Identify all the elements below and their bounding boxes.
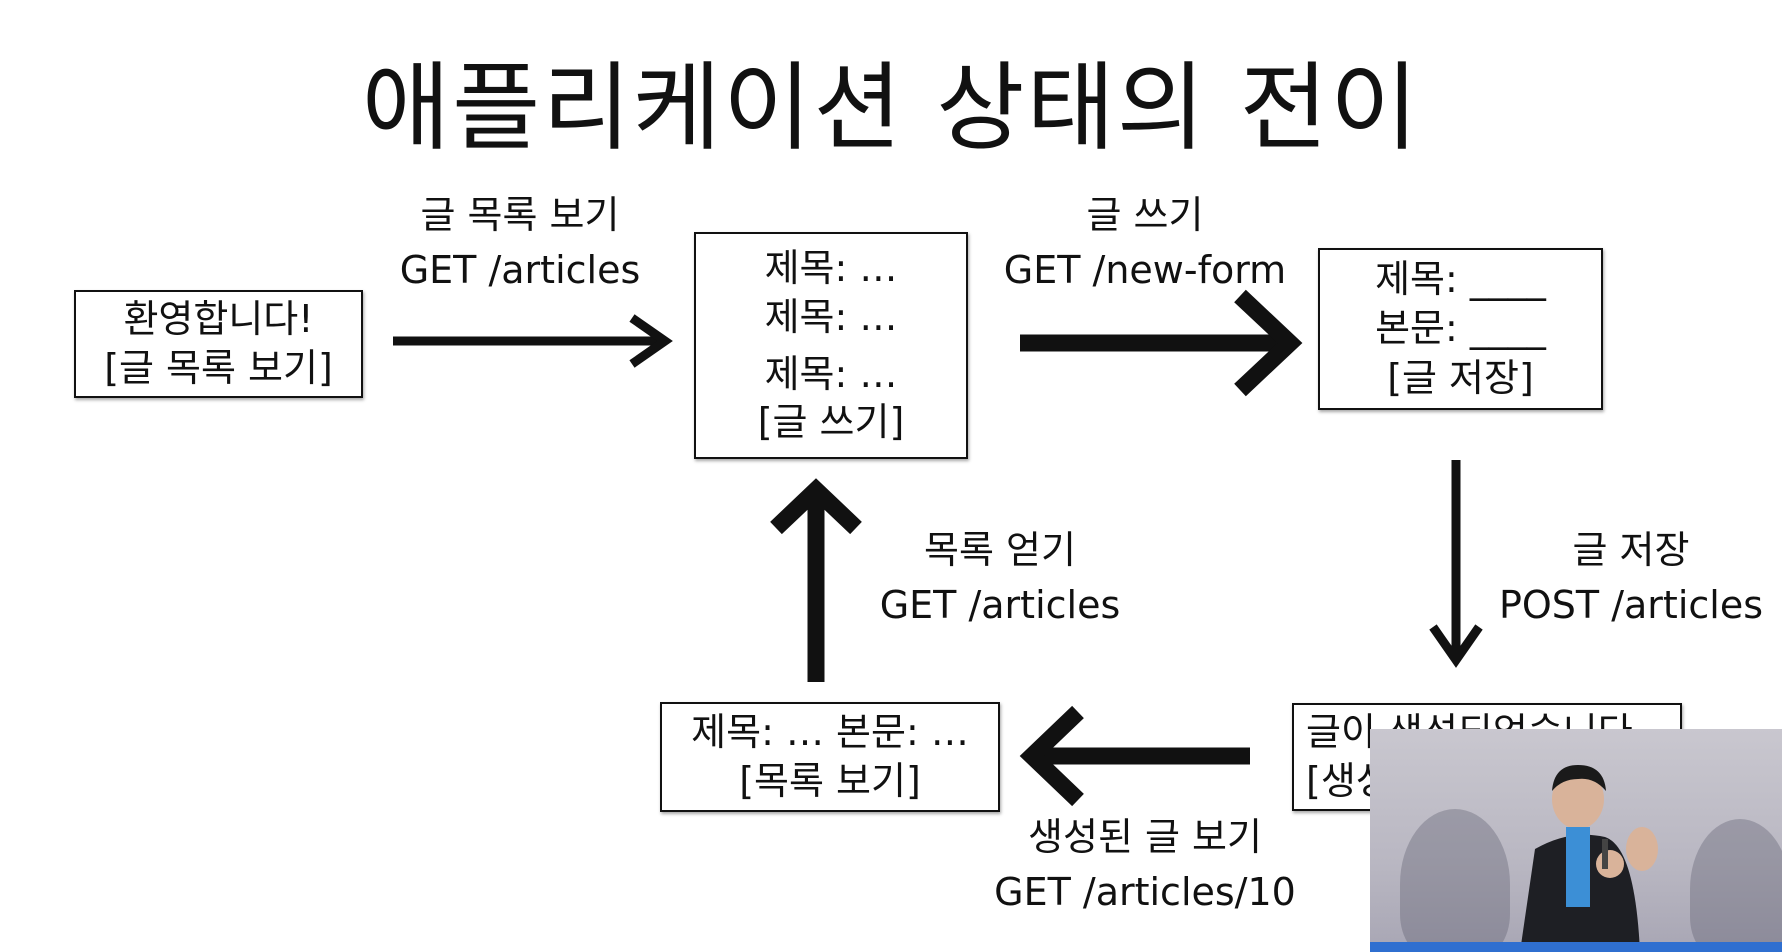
transition-request: GET /articles/10 [994,870,1296,915]
state-line: 제목: … [764,294,898,339]
transition-action: 글 목록 보기 [420,193,620,237]
state-line: 제목: … [764,246,898,291]
transition-action: 생성된 글 보기 [1028,815,1262,859]
transition-action: 글 쓰기 [1086,193,1204,237]
state-line: 제목: … [764,351,898,396]
transition-write-label: 글 쓰기 GET /new-form [990,188,1300,298]
state-line: 제목: … 본문: … [691,709,969,754]
arrow-form-to-created [1429,460,1483,668]
state-line: [글 저장] [1387,355,1534,400]
state-line: [글 쓰기] [757,400,905,445]
transition-save-label: 글 저장 POST /articles [1490,523,1772,633]
transition-action: 목록 얻기 [924,528,1076,572]
state-line: [글 목록 보기] [104,346,333,390]
slide-title: 애플리케이션 상태의 전이 [361,52,1421,164]
arrow-view-to-list [770,478,862,682]
state-line: 제목: ____ [1375,256,1546,301]
transition-request: POST /articles [1498,583,1764,628]
transition-request: GET /new-form [1003,248,1287,293]
transition-view-created-label: 생성된 글 보기 GET /articles/10 [975,810,1315,920]
speaker-figure [1520,765,1658,952]
state-line: [목록 보기] [739,759,921,803]
arrow-created-to-view [1019,705,1250,807]
state-new-form: 제목: ____ 본문: ____ [글 저장] [1318,248,1603,410]
transition-get-list-label: 목록 얻기 GET /articles [870,523,1130,633]
stage-edge [1370,942,1782,952]
speaker-video-thumbnail [1370,729,1782,952]
transition-action: 글 저장 [1572,528,1690,572]
state-line: 본문: ____ [1375,306,1546,351]
arrow-welcome-to-list [393,314,673,368]
transition-view-list-label: 글 목록 보기 GET /articles [380,188,660,298]
state-welcome: 환영합니다! [글 목록 보기] [74,290,363,398]
arrow-list-to-form [1020,289,1303,397]
transition-request: GET /articles [879,583,1121,628]
transition-request: GET /articles [399,248,641,293]
state-article-list: 제목: … 제목: … 제목: … [글 쓰기] [694,232,968,459]
state-line: 환영합니다! [123,296,314,341]
state-article-view: 제목: … 본문: … [목록 보기] [660,702,1000,812]
